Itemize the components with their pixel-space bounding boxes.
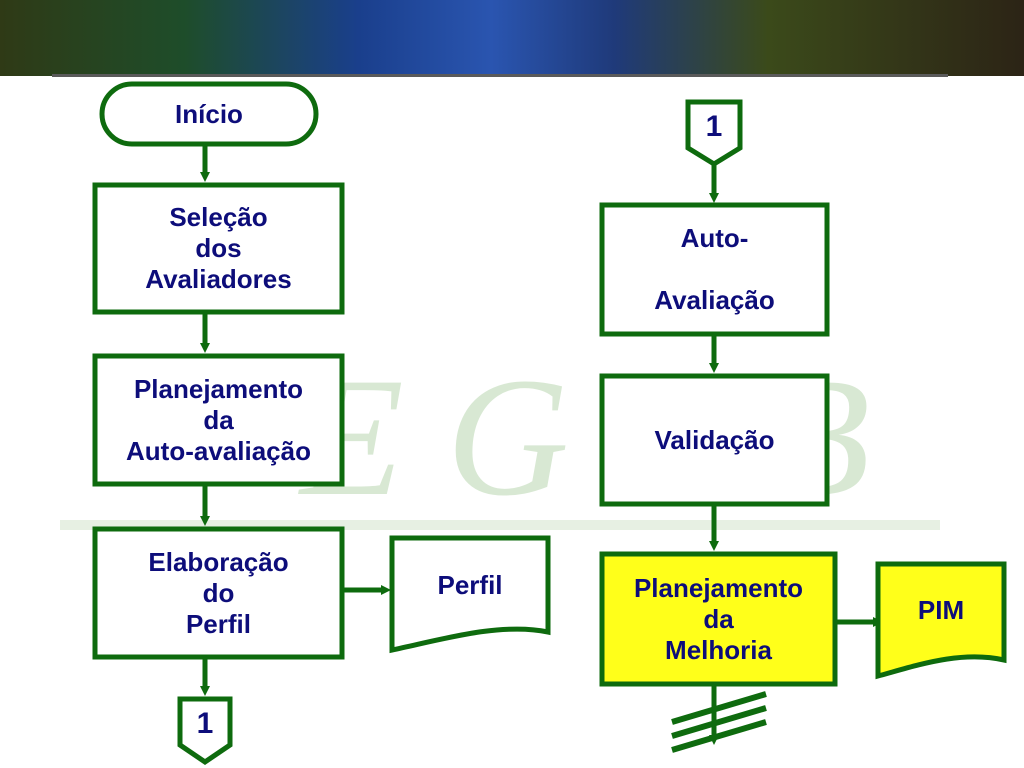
bottom-connector-shape [177,696,233,766]
planning-self-eval-label: Planejamento da Auto-avaliação [126,373,311,466]
self-eval-label: Auto- Avaliação [654,223,775,315]
pim-document-shape [875,561,1007,680]
top-connector-shape [685,99,743,167]
top-connector-label: 1 [705,109,723,143]
pim-document-label: PIM [917,594,965,625]
selfeval-box-shape [599,202,830,337]
profile-elaboration-label: Elaboração do Perfil [148,546,289,639]
termination-hatch [671,691,767,753]
selection-label: Seleção dos Avaliadores [145,202,292,294]
elaboration-box-shape [92,526,345,660]
selection-box-shape [92,182,345,315]
planning-box-shape [92,353,345,487]
header-banner [0,0,1024,76]
bottom-connector-label: 1 [196,706,214,740]
watermark-letters-left: E G [300,343,570,531]
validation-label: Validação [654,424,775,455]
header-divider [52,74,948,77]
improvement-box-shape [599,551,838,687]
start-label: Início [175,98,243,129]
validation-box-shape [599,373,830,507]
profile-document-shape [389,535,551,654]
start-terminal-shape [99,81,319,147]
improvement-planning-label: Planejamento da Melhoria [633,572,804,665]
profile-document-label: Perfil [437,569,503,600]
watermark-bar [60,520,940,530]
